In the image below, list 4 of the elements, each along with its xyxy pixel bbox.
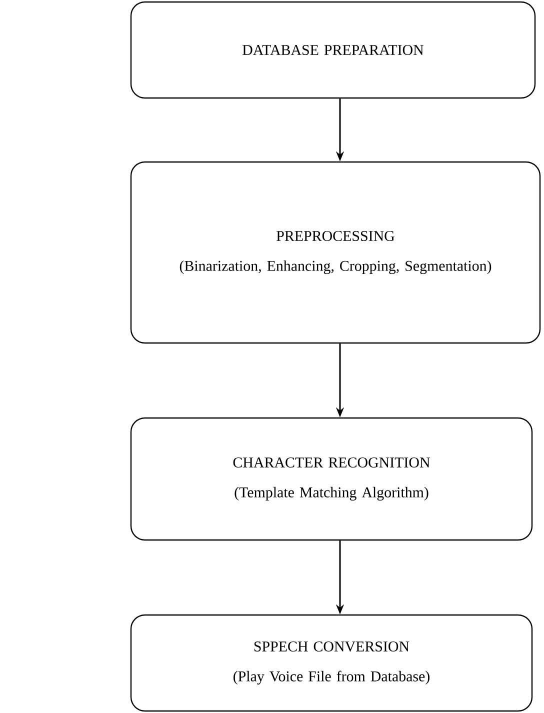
process-box: CHARACTER RECOGNITION (Template Matching Algorithm): [130, 417, 533, 541]
process-box: SPPECH CONVERSION (Play Voice File from Database): [130, 614, 533, 712]
process-box: DATABASE PREPARATION: [130, 1, 536, 99]
process-box: PREPROCESSING (Binarization, Enhancing, Cropping, Segmentation): [130, 161, 541, 344]
